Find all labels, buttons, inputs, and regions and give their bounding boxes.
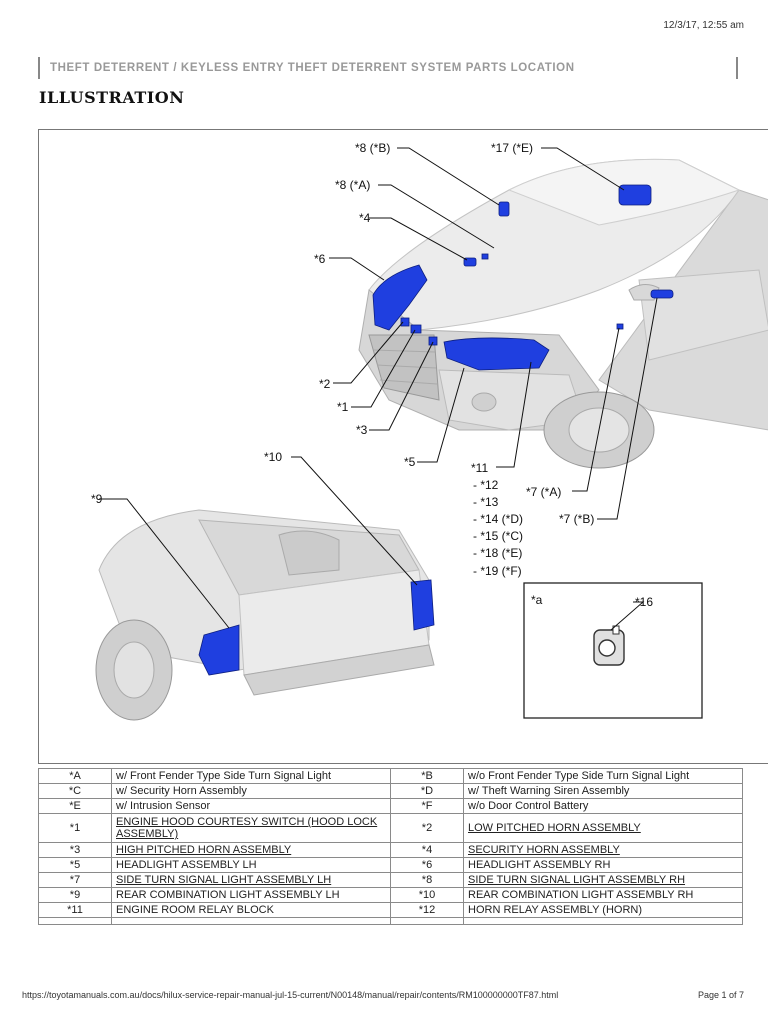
legend-key: *D: [390, 783, 464, 799]
breadcrumb-text: THEFT DETERRENT / KEYLESS ENTRY THEFT DE…: [50, 62, 575, 74]
part-link-hood-courtesy-switch[interactable]: ENGINE HOOD COURTESY SWITCH (HOOD LOCK A…: [111, 813, 391, 843]
legend-key: *3: [38, 842, 112, 858]
legend-value: w/ Front Fender Type Side Turn Signal Li…: [111, 768, 391, 784]
callout-11: *11: [471, 461, 488, 475]
footer-url: https://toyotamanuals.com.au/docs/hilux-…: [22, 990, 559, 1000]
callout-14d: - *14 (*D): [473, 512, 523, 526]
table-row-cut: [38, 917, 743, 925]
legend-key: *B: [390, 768, 464, 784]
callout-7a: *7 (*A): [526, 485, 561, 499]
print-timestamp: 12/3/17, 12:55 am: [663, 20, 744, 31]
legend-value: w/o Front Fender Type Side Turn Signal L…: [463, 768, 743, 784]
callout-19f: - *19 (*F): [473, 564, 522, 578]
legend-key: *11: [38, 902, 112, 918]
part-link-high-pitched-horn[interactable]: HIGH PITCHED HORN ASSEMBLY: [111, 842, 391, 858]
callout-17e: *17 (*E): [491, 141, 533, 155]
callout-12: - *12: [473, 478, 499, 492]
legend-value: HEADLIGHT ASSEMBLY LH: [111, 857, 391, 873]
headlight-lh-part: [443, 337, 550, 371]
low-pitched-horn-part: [400, 317, 410, 327]
legend-key: *A: [38, 768, 112, 784]
legend-key: *2: [390, 813, 464, 843]
callout-7b: *7 (*B): [559, 512, 594, 526]
legend-key: *C: [38, 783, 112, 799]
table-row: *7 SIDE TURN SIGNAL LIGHT ASSEMBLY LH *8…: [38, 872, 743, 888]
callout-8a: *8 (*A): [335, 178, 370, 192]
legend-key: *F: [390, 798, 464, 814]
door-control-battery-detail: [593, 625, 625, 666]
legend-key: *12: [390, 902, 464, 918]
high-pitched-horn-part: [428, 336, 438, 346]
table-row: *11 ENGINE ROOM RELAY BLOCK *12 HORN REL…: [38, 902, 743, 918]
side-turn-signal-rh-b-part: [481, 253, 489, 260]
callout-9: *9: [91, 492, 103, 506]
rear-vehicle: [95, 509, 435, 721]
legend-key: *7: [38, 872, 112, 888]
legend-key: *E: [38, 798, 112, 814]
table-row: *A w/ Front Fender Type Side Turn Signal…: [38, 768, 743, 784]
intrusion-sensor-part: [618, 184, 652, 206]
callout-4: *4: [359, 211, 371, 225]
legend-value: w/ Security Horn Assembly: [111, 783, 391, 799]
legend-table: *A w/ Front Fender Type Side Turn Signal…: [38, 768, 743, 925]
page-title: ILLUSTRATION: [39, 88, 185, 107]
parts-location-illustration: *8 (*B) *17 (*E) *8 (*A) *4 *6 *2 *1 *3 …: [38, 129, 768, 764]
legend-key: *5: [38, 857, 112, 873]
callout-15c: - *15 (*C): [473, 529, 523, 543]
legend-key: *1: [38, 813, 112, 843]
table-cell-empty: [38, 917, 112, 925]
front-vehicle: [358, 158, 768, 469]
legend-key: *9: [38, 887, 112, 903]
part-link-side-turn-signal-lh[interactable]: SIDE TURN SIGNAL LIGHT ASSEMBLY LH: [111, 872, 391, 888]
callout-5: *5: [404, 455, 416, 469]
table-cell-empty: [463, 917, 743, 925]
headlight-rh-part: [372, 264, 428, 331]
part-link-side-turn-signal-rh[interactable]: SIDE TURN SIGNAL LIGHT ASSEMBLY RH: [463, 872, 743, 888]
part-link-security-horn[interactable]: SECURITY HORN ASSEMBLY: [463, 842, 743, 858]
legend-value: HEADLIGHT ASSEMBLY RH: [463, 857, 743, 873]
table-row: *1 ENGINE HOOD COURTESY SWITCH (HOOD LOC…: [38, 813, 743, 843]
rear-combination-light-rh-part: [410, 579, 435, 631]
breadcrumb: THEFT DETERRENT / KEYLESS ENTRY THEFT DE…: [38, 57, 738, 79]
legend-key: *6: [390, 857, 464, 873]
callout-8b: *8 (*B): [355, 141, 390, 155]
table-row: *9 REAR COMBINATION LIGHT ASSEMBLY LH *1…: [38, 887, 743, 903]
callout-10: *10: [264, 450, 282, 464]
table-cell-empty: [111, 917, 391, 925]
legend-key: *4: [390, 842, 464, 858]
part-link-low-pitched-horn[interactable]: LOW PITCHED HORN ASSEMBLY: [463, 813, 743, 843]
legend-value: REAR COMBINATION LIGHT ASSEMBLY LH: [111, 887, 391, 903]
side-turn-signal-lh-a-part: [616, 323, 624, 330]
callout-2: *2: [319, 377, 331, 391]
callout-a: *a: [531, 593, 543, 607]
illustration-svg: *8 (*B) *17 (*E) *8 (*A) *4 *6 *2 *1 *3 …: [91, 141, 768, 721]
callout-18e: - *18 (*E): [473, 546, 522, 560]
callout-13: - *13: [473, 495, 499, 509]
legend-value: HORN RELAY ASSEMBLY (HORN): [463, 902, 743, 918]
legend-value: w/ Intrusion Sensor: [111, 798, 391, 814]
callout-6: *6: [314, 252, 326, 266]
rear-combination-light-lh-part: [198, 624, 240, 676]
callout-1: *1: [337, 400, 349, 414]
table-row: *E w/ Intrusion Sensor *F w/o Door Contr…: [38, 798, 743, 814]
legend-value: REAR COMBINATION LIGHT ASSEMBLY RH: [463, 887, 743, 903]
side-turn-signal-lh-b-part: [650, 289, 674, 299]
callout-3: *3: [356, 423, 368, 437]
legend-value: w/o Door Control Battery: [463, 798, 743, 814]
legend-value: w/ Theft Warning Siren Assembly: [463, 783, 743, 799]
table-row: *5 HEADLIGHT ASSEMBLY LH *6 HEADLIGHT AS…: [38, 857, 743, 873]
hood-courtesy-switch-part: [410, 324, 422, 334]
table-cell-empty: [390, 917, 464, 925]
callout-16: *16: [635, 595, 653, 609]
table-row: *C w/ Security Horn Assembly *D w/ Theft…: [38, 783, 743, 799]
table-row: *3 HIGH PITCHED HORN ASSEMBLY *4 SECURIT…: [38, 842, 743, 858]
legend-key: *10: [390, 887, 464, 903]
page-number: Page 1 of 7: [697, 990, 744, 1000]
side-turn-signal-rh-a-part: [498, 201, 510, 217]
legend-key: *8: [390, 872, 464, 888]
legend-value: ENGINE ROOM RELAY BLOCK: [111, 902, 391, 918]
